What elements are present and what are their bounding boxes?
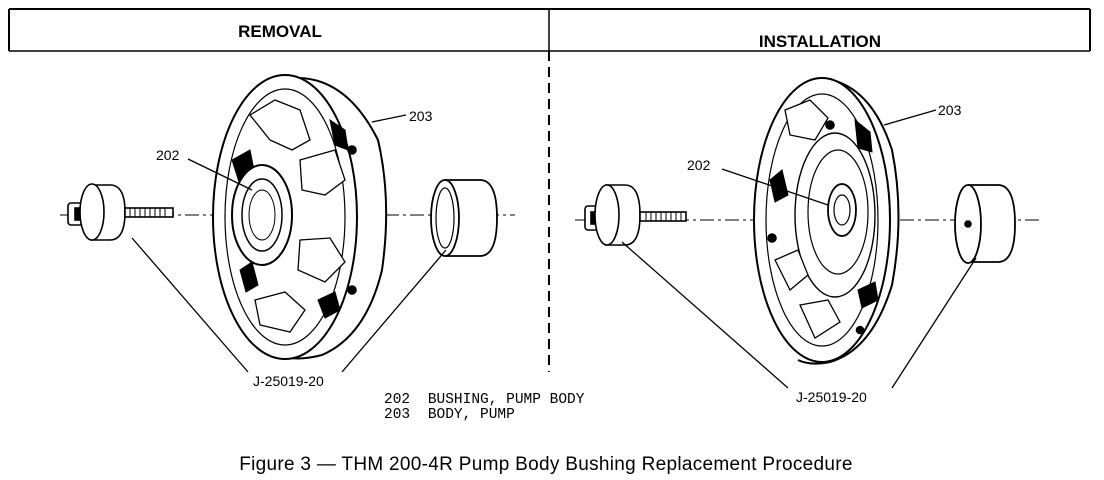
removal-leader-tool-b bbox=[341, 249, 447, 373]
installation-leader-203 bbox=[883, 109, 937, 126]
legend-text: BUSHING, PUMP BODY bbox=[428, 392, 585, 408]
removal-leader-203 bbox=[371, 114, 407, 123]
removal-leader-tool-a bbox=[131, 237, 249, 373]
legend-number: 203 bbox=[384, 407, 410, 423]
legend: 202 BUSHING, PUMP BODY 203 BODY, PUMP bbox=[384, 392, 585, 423]
legend-item-202: 202 BUSHING, PUMP BODY bbox=[384, 392, 585, 408]
removal-pump-body bbox=[212, 74, 388, 360]
frame bbox=[8, 8, 1091, 372]
removal-bushing bbox=[430, 179, 498, 257]
removal-label-203: 203 bbox=[409, 108, 433, 124]
legend-number: 202 bbox=[384, 392, 410, 408]
installation-illustration bbox=[575, 77, 1040, 389]
installation-leader-tool-b bbox=[891, 257, 977, 389]
installation-label-202: 202 bbox=[687, 157, 711, 173]
legend-text: BODY, PUMP bbox=[428, 407, 515, 423]
removal-label-tool: J-25019-20 bbox=[253, 373, 324, 389]
removal-illustration bbox=[60, 74, 515, 373]
removal-title: REMOVAL bbox=[238, 22, 322, 41]
removal-label-202: 202 bbox=[156, 147, 180, 163]
installation-title: INSTALLATION bbox=[759, 32, 881, 51]
figure-caption: Figure 3 — THM 200-4R Pump Body Bushing … bbox=[239, 454, 853, 475]
installation-tool-driver bbox=[584, 184, 687, 246]
installation-leader-tool-a bbox=[621, 241, 789, 389]
installation-pump-body bbox=[753, 77, 900, 365]
removal-tool-driver bbox=[67, 183, 174, 241]
legend-item-203: 203 BODY, PUMP bbox=[384, 407, 515, 423]
installation-bushing-cup bbox=[954, 184, 1016, 264]
installation-label-203: 203 bbox=[938, 102, 962, 118]
removal-leader-202 bbox=[187, 158, 253, 191]
installation-leader-202 bbox=[721, 168, 829, 206]
installation-label-tool: J-25019-20 bbox=[796, 389, 867, 405]
